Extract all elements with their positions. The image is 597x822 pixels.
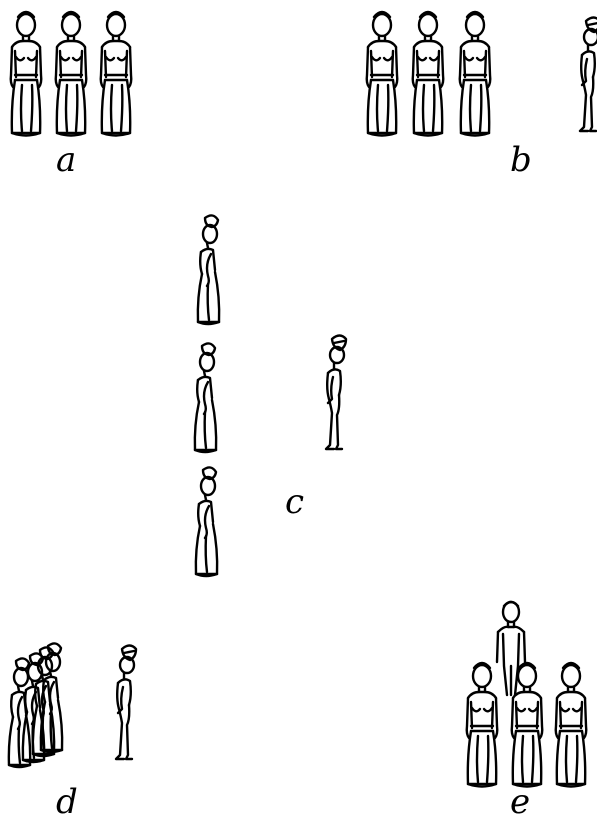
panel-label-e: e [510, 785, 530, 819]
figure-woman-front [56, 12, 87, 136]
figure-man-front [497, 602, 525, 695]
panel-label-d: d [56, 785, 78, 819]
panel-label-b: b [510, 143, 532, 177]
panel-label-c: c [285, 485, 304, 519]
figure-man-side [326, 336, 346, 450]
figure-woman-front [467, 663, 498, 787]
panel-c-figures [195, 215, 346, 576]
figure-woman-front [11, 12, 42, 136]
panel-d-figures [9, 643, 136, 767]
figure-woman-side [195, 343, 216, 452]
figure-woman-side [196, 467, 217, 576]
figure-woman-front [556, 663, 587, 787]
figure-woman-side [198, 215, 219, 324]
panel-b-figures [367, 12, 597, 136]
figure-man-side [580, 18, 597, 132]
panel-a-figures [11, 12, 132, 136]
figure-woman-front [367, 12, 398, 136]
panel-label-a: a [56, 143, 76, 177]
figure-woman-front [101, 12, 132, 136]
panel-e-figures [467, 602, 587, 787]
figure-man-side [116, 646, 136, 760]
figure-woman-front [460, 12, 491, 136]
figure-woman-front [413, 12, 444, 136]
